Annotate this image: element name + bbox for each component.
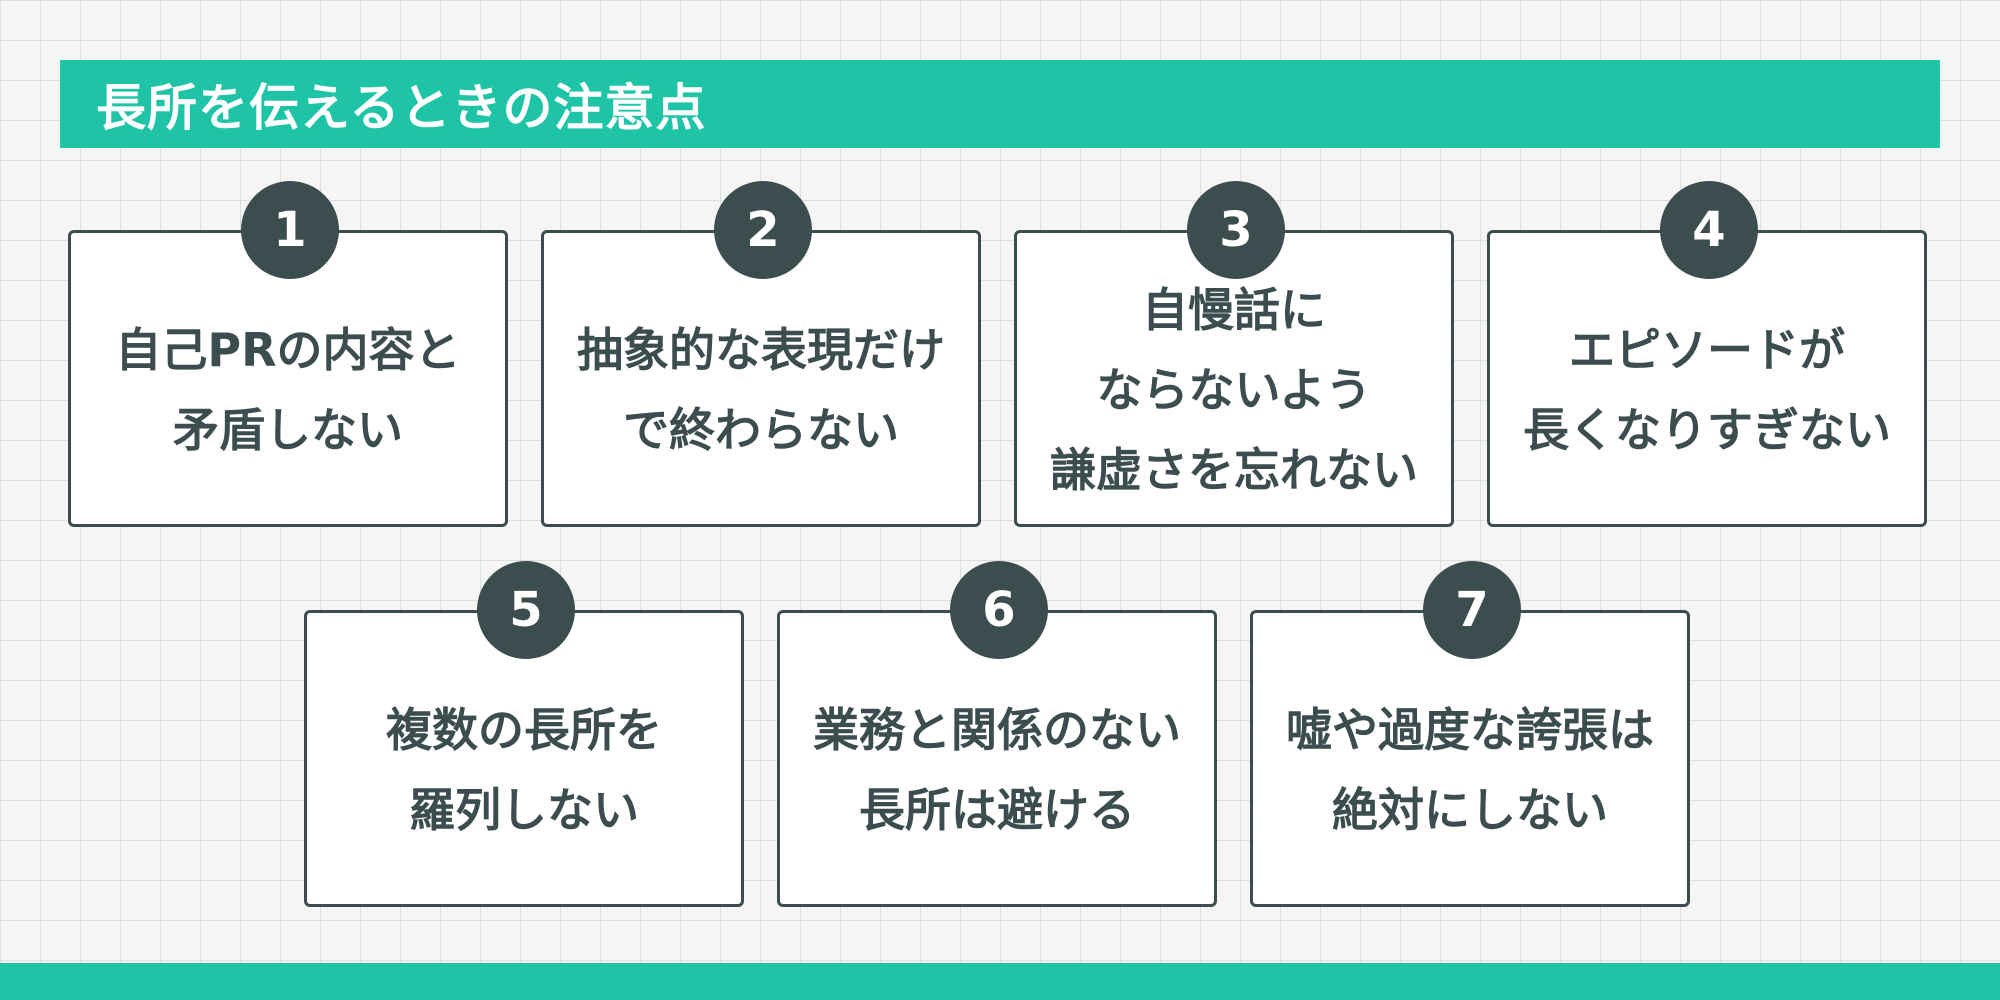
point-card-4: エピソードが 長くなりすぎない <box>1487 230 1927 527</box>
point-text-line: ならないよう <box>1096 362 1372 417</box>
number-badge-3: 3 <box>1187 181 1285 279</box>
title-banner: 長所を伝えるときの注意点 <box>60 60 1940 148</box>
page-title: 長所を伝えるときの注意点 <box>96 79 707 137</box>
number-badge-1: 1 <box>241 181 339 279</box>
point-text-line: 抽象的な表現だけ <box>577 322 945 377</box>
point-text-line: 絶対にしない <box>1332 782 1608 837</box>
point-card-text: 自己PRの内容と 矛盾しない <box>115 288 460 470</box>
point-card-1: 自己PRの内容と 矛盾しない <box>68 230 508 527</box>
point-text-line: 自慢話に <box>1142 282 1326 337</box>
point-card-text: 嘘や過度な誇張は 絶対にしない <box>1286 668 1654 850</box>
footer-accent-bar <box>0 963 2000 1000</box>
point-text-line: 嘘や過度な誇張は <box>1286 702 1654 757</box>
point-card-3: 自慢話に ならないよう 謙虚さを忘れない <box>1014 230 1454 527</box>
point-card-text: 自慢話に ならないよう 謙虚さを忘れない <box>1050 248 1418 510</box>
point-text-line: 羅列しない <box>409 782 639 837</box>
number-badge-7: 7 <box>1423 561 1521 659</box>
point-card-text: 複数の長所を 羅列しない <box>386 668 662 850</box>
point-text-line: 謙虚さを忘れない <box>1050 442 1418 497</box>
point-text-line: 長所は避ける <box>859 782 1135 837</box>
number-badge-6: 6 <box>950 561 1048 659</box>
point-card-5: 複数の長所を 羅列しない <box>304 610 744 907</box>
number-badge-2: 2 <box>714 181 812 279</box>
point-text-line: 自己PRの内容と <box>115 322 461 377</box>
point-card-text: エピソードが 長くなりすぎない <box>1523 288 1891 470</box>
point-card-text: 業務と関係のない 長所は避ける <box>813 668 1181 850</box>
point-text-line: 矛盾しない <box>172 402 403 457</box>
point-text-line: エピソードが <box>1569 322 1845 377</box>
number-badge-5: 5 <box>477 561 575 659</box>
point-text-line: 複数の長所を <box>386 702 662 757</box>
point-text-line: 長くなりすぎない <box>1523 402 1891 457</box>
point-text-line: 業務と関係のない <box>813 702 1181 757</box>
number-badge-4: 4 <box>1660 181 1758 279</box>
point-card-text: 抽象的な表現だけ で終わらない <box>577 288 945 470</box>
point-card-6: 業務と関係のない 長所は避ける <box>777 610 1217 907</box>
point-text-line: で終わらない <box>623 402 899 457</box>
